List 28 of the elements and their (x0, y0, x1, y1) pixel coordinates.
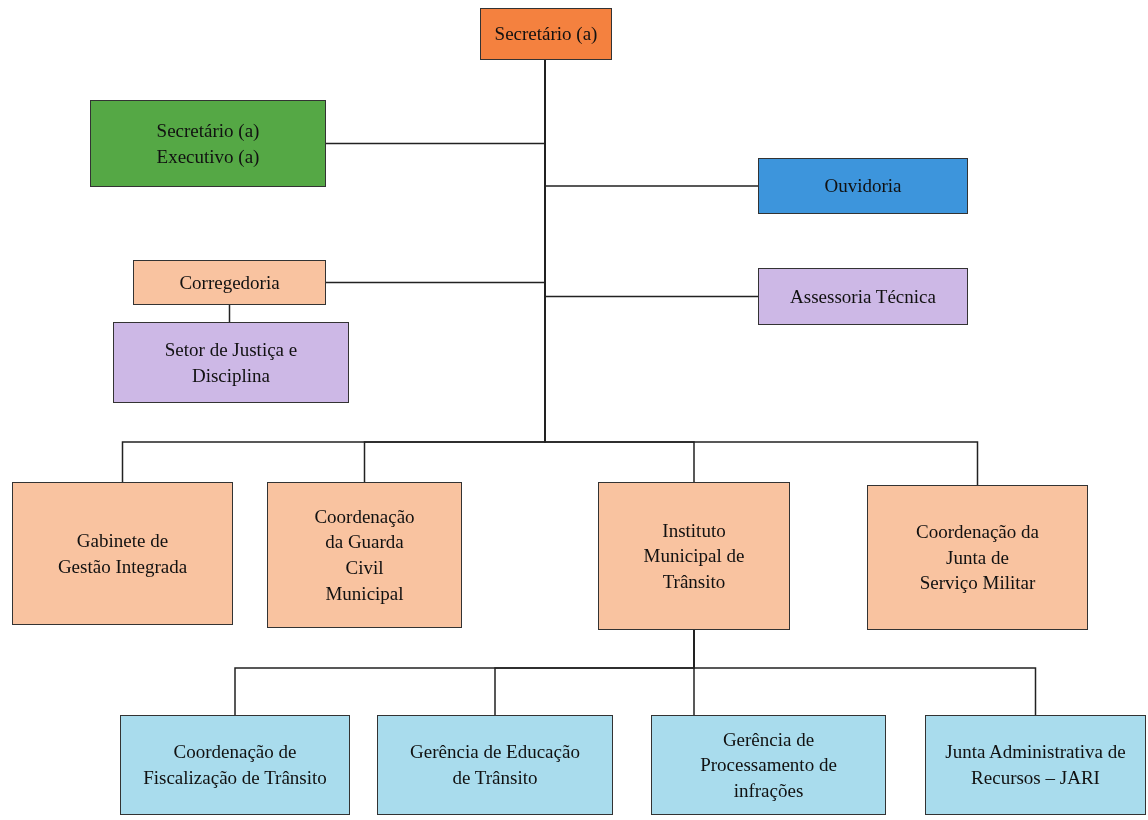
role-title: Coordenação da Junta de Serviço Militar (916, 520, 1039, 596)
role-title: Setor de Justiça e Disciplina (163, 337, 299, 388)
role-title: Junta Administrativa de Recursos – JARI (944, 740, 1127, 790)
role-title: Instituto Municipal de Trânsito (642, 518, 746, 594)
role-box (758, 268, 968, 325)
role-box (651, 715, 886, 815)
role-title: Assessoria Técnica (790, 284, 936, 309)
role-box (925, 715, 1146, 815)
role-box (133, 260, 326, 305)
role-box (113, 322, 349, 403)
role-title: Gerência de Educação de Trânsito (410, 740, 580, 790)
role-title: Secretário (a) Executivo (a) (155, 118, 261, 169)
role-title: Ouvidoria (824, 174, 902, 199)
role-title: Corregedoria (179, 270, 280, 295)
role-title: Secretário (a) (494, 22, 598, 47)
role-box (758, 158, 968, 214)
role-box (90, 100, 326, 187)
role-title: Coordenação da Guarda Civil Municipal (314, 504, 415, 606)
role-box (867, 485, 1088, 630)
role-title: Gabinete de Gestão Integrada (56, 528, 189, 579)
role-title: Coordenação de Fiscalização de Trânsito (142, 740, 328, 790)
role-title: Gerência de Processamento de infrações (699, 727, 838, 803)
role-box (480, 8, 612, 60)
role-box (12, 482, 233, 625)
role-box (267, 482, 462, 628)
role-box (377, 715, 613, 815)
role-box (598, 482, 790, 630)
role-box (120, 715, 350, 815)
